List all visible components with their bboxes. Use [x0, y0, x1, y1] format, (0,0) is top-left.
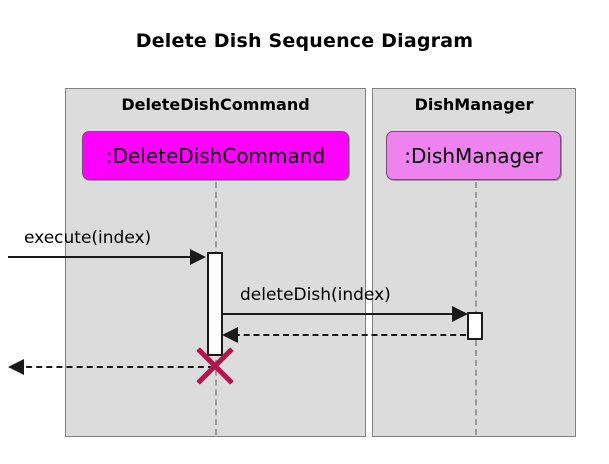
arrowhead-return-to-caller-icon: [8, 359, 24, 375]
message-label-deletedish: deleteDish(index): [240, 285, 391, 305]
arrowhead-execute-icon: [190, 249, 206, 265]
object-box-label-deletedishcommand: :DeleteDishCommand: [105, 143, 326, 168]
participant-header-deletedishcommand: DeleteDishCommand: [121, 95, 310, 114]
message-line-return-to-caller: [16, 366, 214, 368]
participant-header-dishmanager: DishManager: [414, 95, 534, 114]
lifeline-dishmanager: [475, 182, 477, 435]
arrowhead-deletedish-icon: [452, 306, 468, 322]
message-line-deletedish: [222, 313, 464, 315]
object-box-dishmanager[interactable]: :DishManager: [386, 131, 561, 180]
object-box-label-dishmanager: :DishManager: [404, 143, 543, 168]
message-line-execute: [8, 256, 202, 258]
object-box-deletedishcommand[interactable]: :DeleteDishCommand: [82, 131, 349, 180]
message-line-return-from-dishmanager: [224, 334, 466, 336]
diagram-title: Delete Dish Sequence Diagram: [135, 30, 474, 52]
activation-bar-dishmanager: [467, 312, 483, 340]
arrowhead-return-from-dishmanager-icon: [222, 327, 238, 343]
destruction-x-icon: [194, 345, 236, 387]
activation-bar-deletedishcommand: [207, 252, 223, 356]
message-label-execute: execute(index): [24, 228, 152, 248]
